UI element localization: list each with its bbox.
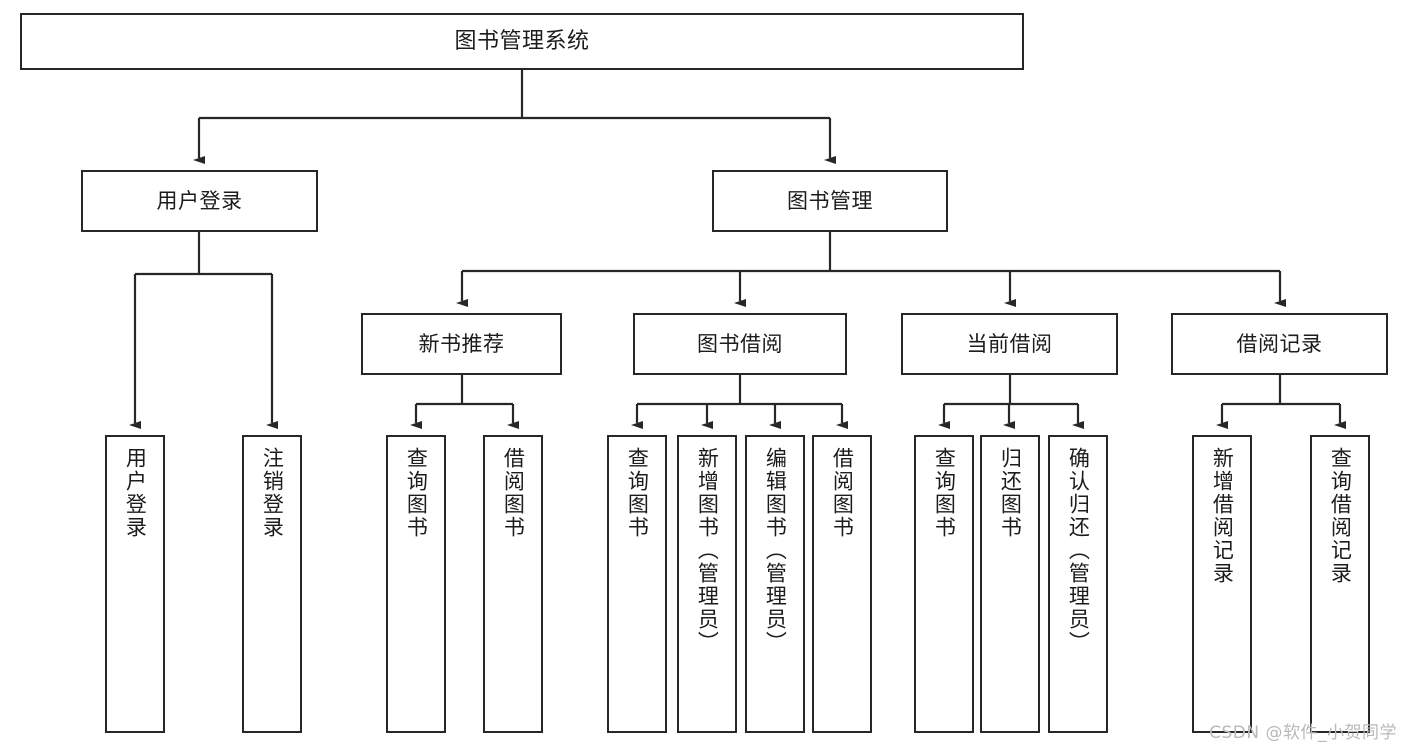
node-leaf-current-query[interactable]: 查询图书: [914, 435, 974, 733]
node-book-borrow[interactable]: 图书借阅: [633, 313, 847, 375]
node-leaf-logout[interactable]: 注销登录: [242, 435, 302, 733]
node-leaf-user-login[interactable]: 用户登录: [105, 435, 165, 733]
node-leaf-logout-label: 注销登录: [260, 447, 285, 539]
node-current-borrow-label: 当前借阅: [966, 331, 1053, 356]
node-leaf-newbook-query-label: 查询图书: [404, 447, 429, 539]
node-leaf-current-confirm-label: 确认归还（管理员）: [1066, 447, 1091, 654]
node-root[interactable]: 图书管理系统: [20, 13, 1024, 70]
node-new-book-recommend[interactable]: 新书推荐: [361, 313, 562, 375]
node-new-book-recommend-label: 新书推荐: [418, 331, 505, 356]
node-borrow-record[interactable]: 借阅记录: [1171, 313, 1388, 375]
node-book-borrow-label: 图书借阅: [697, 331, 783, 356]
node-leaf-borrow-do-label: 借阅图书: [830, 447, 855, 539]
node-leaf-borrow-add-label: 新增图书（管理员）: [695, 447, 720, 654]
node-leaf-borrow-do[interactable]: 借阅图书: [812, 435, 872, 733]
node-leaf-record-query-label: 查询借阅记录: [1328, 447, 1353, 585]
node-leaf-current-return[interactable]: 归还图书: [980, 435, 1040, 733]
node-leaf-record-add-label: 新增借阅记录: [1210, 447, 1235, 585]
node-leaf-borrow-query-label: 查询图书: [625, 447, 650, 539]
node-leaf-record-add[interactable]: 新增借阅记录: [1192, 435, 1252, 733]
node-leaf-current-confirm[interactable]: 确认归还（管理员）: [1048, 435, 1108, 733]
node-user-login[interactable]: 用户登录: [81, 170, 318, 232]
node-leaf-borrow-edit[interactable]: 编辑图书（管理员）: [745, 435, 805, 733]
node-leaf-current-query-label: 查询图书: [932, 447, 957, 539]
node-user-login-label: 用户登录: [156, 188, 243, 213]
node-leaf-borrow-query[interactable]: 查询图书: [607, 435, 667, 733]
node-leaf-newbook-borrow[interactable]: 借阅图书: [483, 435, 543, 733]
node-leaf-record-query[interactable]: 查询借阅记录: [1310, 435, 1370, 733]
node-leaf-newbook-query[interactable]: 查询图书: [386, 435, 446, 733]
node-leaf-borrow-add[interactable]: 新增图书（管理员）: [677, 435, 737, 733]
node-leaf-newbook-borrow-label: 借阅图书: [501, 447, 526, 539]
node-book-management[interactable]: 图书管理: [712, 170, 948, 232]
node-leaf-current-return-label: 归还图书: [998, 447, 1023, 539]
node-leaf-user-login-label: 用户登录: [123, 447, 148, 539]
watermark: CSDN @软件_小贺同学: [1209, 723, 1397, 743]
node-current-borrow[interactable]: 当前借阅: [901, 313, 1118, 375]
node-leaf-borrow-edit-label: 编辑图书（管理员）: [763, 447, 788, 654]
node-book-management-label: 图书管理: [787, 188, 873, 213]
node-root-label: 图书管理系统: [454, 28, 590, 54]
node-borrow-record-label: 借阅记录: [1236, 331, 1323, 356]
